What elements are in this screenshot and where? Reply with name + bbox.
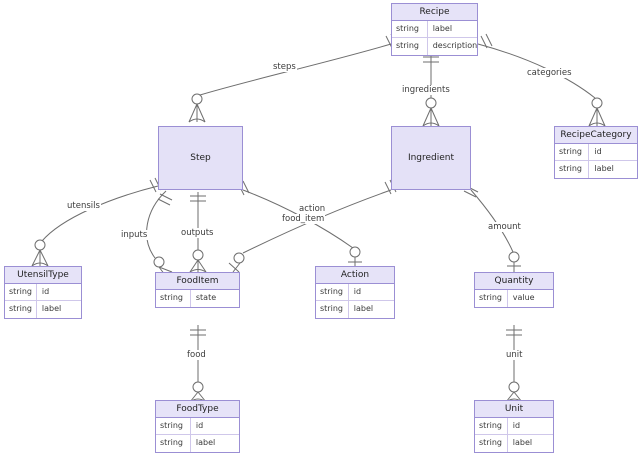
edge-label-amount: amount — [487, 222, 522, 232]
attribute-name: label — [512, 438, 533, 447]
attribute-type: string — [316, 284, 349, 300]
entity-foodtype-title: FoodType — [156, 401, 239, 418]
entity-recipecategory-title: RecipeCategory — [555, 127, 637, 144]
attribute-row: string label — [156, 435, 239, 452]
edge-label-steps: steps — [272, 62, 297, 72]
attribute-name: id — [353, 287, 362, 296]
entity-fooditem[interactable]: FoodItem string state — [155, 272, 240, 308]
edge-label-food: food — [186, 350, 207, 360]
attribute-row: string id — [5, 284, 81, 301]
edge-label-inputs: inputs — [120, 230, 149, 240]
attribute-row: string id — [555, 144, 637, 161]
edge-label-unit: unit — [505, 350, 524, 360]
entity-recipe[interactable]: Recipe string label string description — [391, 3, 478, 56]
attribute-name: id — [594, 147, 602, 156]
attribute-row: string label — [5, 301, 81, 318]
attribute-name: description — [432, 41, 477, 50]
attribute-row: string label — [392, 21, 477, 38]
entity-ingredient[interactable]: Ingredient — [391, 126, 471, 190]
attribute-name: label — [353, 304, 374, 313]
attribute-row: string id — [475, 418, 553, 435]
attribute-type: string — [555, 144, 590, 160]
entity-recipecategory[interactable]: RecipeCategory string id string label — [554, 126, 638, 179]
edge-label-outputs: outputs — [180, 228, 215, 238]
attribute-type: string — [475, 435, 508, 452]
entity-utensiltype-title: UtensilType — [5, 267, 81, 284]
edge-inputs — [146, 190, 167, 259]
entity-ingredient-title: Ingredient — [407, 153, 455, 163]
attribute-type: string — [475, 290, 508, 307]
entity-action[interactable]: Action string id string label — [315, 266, 395, 319]
attribute-row: string description — [392, 38, 477, 55]
edge-label-categories: categories — [526, 68, 573, 78]
attribute-row: string id — [156, 418, 239, 435]
attribute-row: string value — [475, 290, 553, 307]
entity-action-title: Action — [316, 267, 394, 284]
attribute-name: label — [432, 24, 453, 33]
entity-recipe-title: Recipe — [392, 4, 477, 21]
attribute-type: string — [555, 161, 590, 178]
attribute-type: string — [475, 418, 508, 434]
edge-label-action: action — [298, 204, 327, 214]
entity-step-title: Step — [190, 153, 211, 163]
attribute-name: label — [594, 164, 614, 173]
attribute-row: string id — [316, 284, 394, 301]
attribute-type: string — [156, 290, 191, 307]
edge-amount — [470, 189, 514, 253]
entity-unit[interactable]: Unit string id string label — [474, 400, 554, 453]
attribute-row: string label — [316, 301, 394, 318]
attribute-row: string state — [156, 290, 239, 307]
attribute-type: string — [316, 301, 349, 318]
edge-label-ingredients: ingredients — [401, 85, 451, 95]
attribute-type: string — [156, 418, 191, 434]
attribute-row: string label — [555, 161, 637, 178]
entity-quantity-title: Quantity — [475, 273, 553, 290]
edge-label-food-item: food_item — [281, 214, 326, 224]
entity-step[interactable]: Step — [158, 126, 243, 190]
attribute-name: id — [512, 421, 521, 430]
attribute-type: string — [392, 21, 428, 37]
attribute-name: id — [195, 421, 204, 430]
entity-utensiltype[interactable]: UtensilType string id string label — [4, 266, 82, 319]
attribute-row: string label — [475, 435, 553, 452]
attribute-type: string — [5, 284, 37, 300]
entity-fooditem-title: FoodItem — [156, 273, 239, 290]
attribute-type: string — [5, 301, 37, 318]
entity-foodtype[interactable]: FoodType string id string label — [155, 400, 240, 453]
attribute-name: id — [41, 287, 50, 296]
attribute-name: state — [195, 293, 217, 302]
attribute-name: label — [195, 438, 216, 447]
attribute-type: string — [156, 435, 191, 452]
attribute-name: label — [41, 304, 62, 313]
edge-label-utensils: utensils — [66, 201, 101, 211]
entity-quantity[interactable]: Quantity string value — [474, 272, 554, 308]
attribute-name: value — [512, 293, 535, 302]
attribute-type: string — [392, 38, 428, 55]
entity-unit-title: Unit — [475, 401, 553, 418]
